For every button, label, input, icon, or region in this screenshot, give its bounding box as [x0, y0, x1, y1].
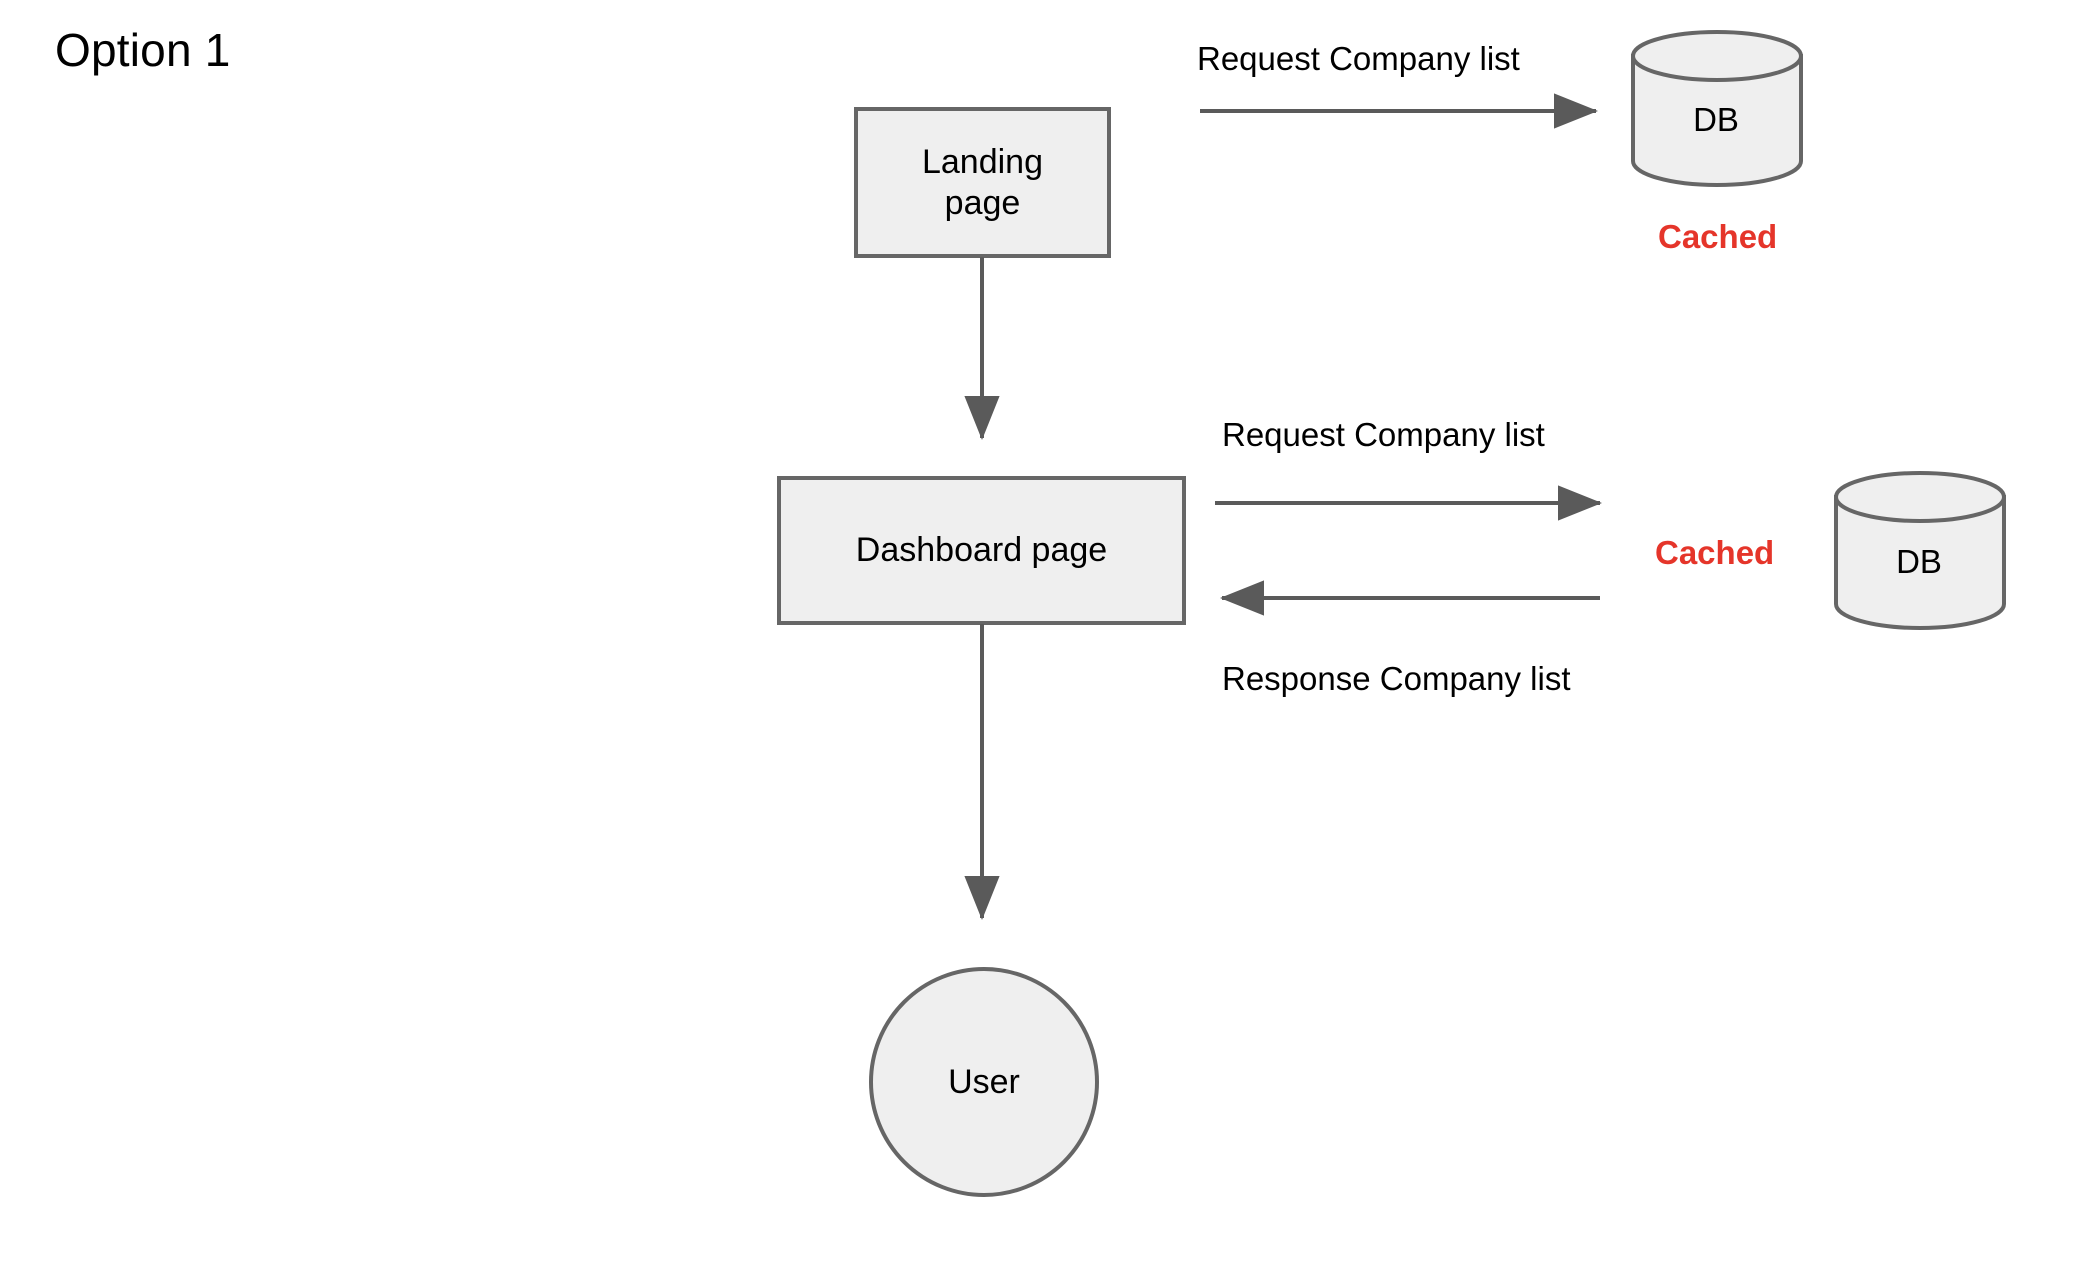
- node-user-label: User: [948, 1062, 1020, 1101]
- edge-label-request-company-list-middle: Request Company list: [1222, 416, 1545, 453]
- node-dashboard-page[interactable]: [777, 476, 1186, 625]
- annotation-cached-top: Cached: [1658, 218, 1778, 255]
- node-db-top[interactable]: [1631, 30, 1803, 187]
- page-title: Option 1: [55, 24, 231, 76]
- annotation-cached-middle: Cached: [1655, 534, 1775, 571]
- node-user[interactable]: [869, 967, 1099, 1197]
- node-db-middle-label: DB: [1896, 542, 1942, 580]
- node-landing-page-label: Landing page: [921, 143, 1043, 222]
- node-db-top-label: DB: [1693, 100, 1739, 138]
- edge-label-response-company-list-middle: Response Company list: [1222, 660, 1571, 697]
- node-db-middle[interactable]: [1834, 471, 2006, 630]
- node-landing-page[interactable]: [854, 107, 1111, 258]
- node-dashboard-page-label: Dashboard page: [855, 531, 1108, 570]
- edge-label-request-company-list-top: Request Company list: [1197, 40, 1520, 77]
